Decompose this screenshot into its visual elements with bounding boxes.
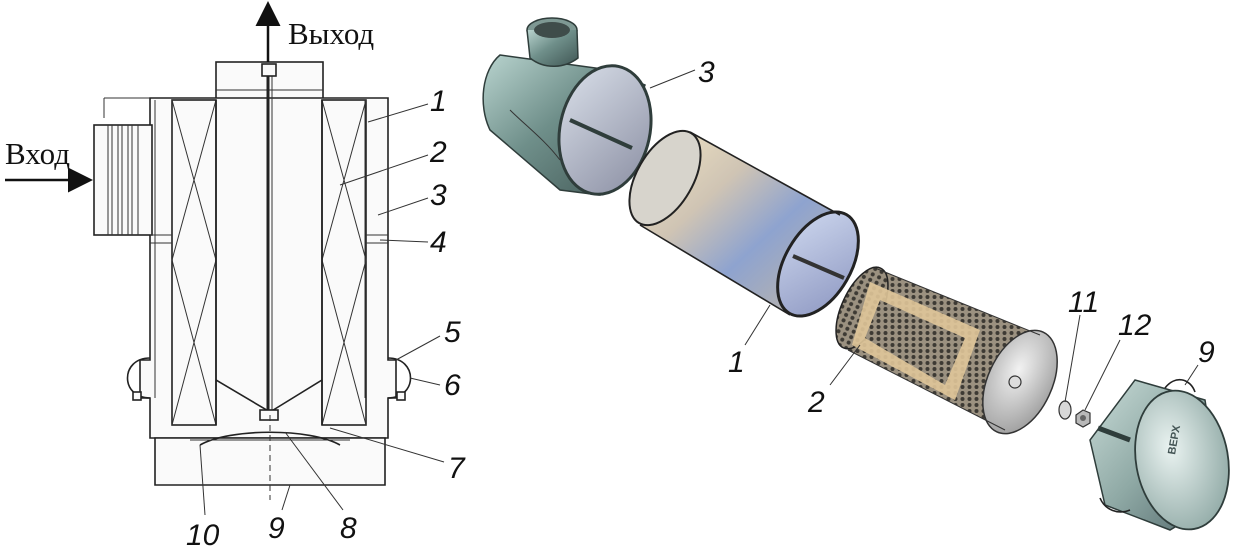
- inlet-pipe: [93, 124, 153, 236]
- callout-10: 10: [186, 519, 220, 551]
- callout-3: 3: [430, 179, 447, 212]
- inner-filter-part: [835, 266, 1058, 435]
- callout-washer: 11: [1068, 286, 1099, 319]
- callout-5: 5: [444, 316, 461, 349]
- callout-1: 1: [430, 85, 447, 118]
- exploded-view: ВЕРХ 3 1 2 11 12 9: [482, 17, 1230, 531]
- callout-housing: 3: [698, 56, 715, 89]
- callout-8: 8: [340, 512, 357, 545]
- clamp-left: [126, 357, 151, 399]
- washer-part: [1058, 400, 1072, 420]
- callout-nut: 12: [1118, 309, 1152, 342]
- callout-cover: 9: [1198, 336, 1215, 369]
- callout-6: 6: [444, 369, 461, 402]
- callout-inner-filter: 2: [807, 386, 825, 419]
- callout-9: 9: [268, 512, 285, 545]
- cover-marking: ВЕРХ: [1166, 424, 1183, 456]
- nut-part: [1075, 409, 1091, 428]
- callout-4: 4: [430, 226, 447, 259]
- outlet-label: Выход: [288, 16, 374, 51]
- bottom-cover: [154, 437, 386, 486]
- housing-part: [482, 17, 653, 196]
- callout-2: 2: [429, 136, 447, 169]
- outer-filter-part: [628, 129, 860, 318]
- cover-part: ВЕРХ: [1089, 379, 1230, 531]
- inlet-label: Вход: [5, 136, 70, 171]
- callout-7: 7: [448, 452, 466, 485]
- section-view: Выход Вход 1 2 3 4 5 6 7 8 9 10: [5, 1, 466, 551]
- callout-outer-filter: 1: [728, 346, 745, 379]
